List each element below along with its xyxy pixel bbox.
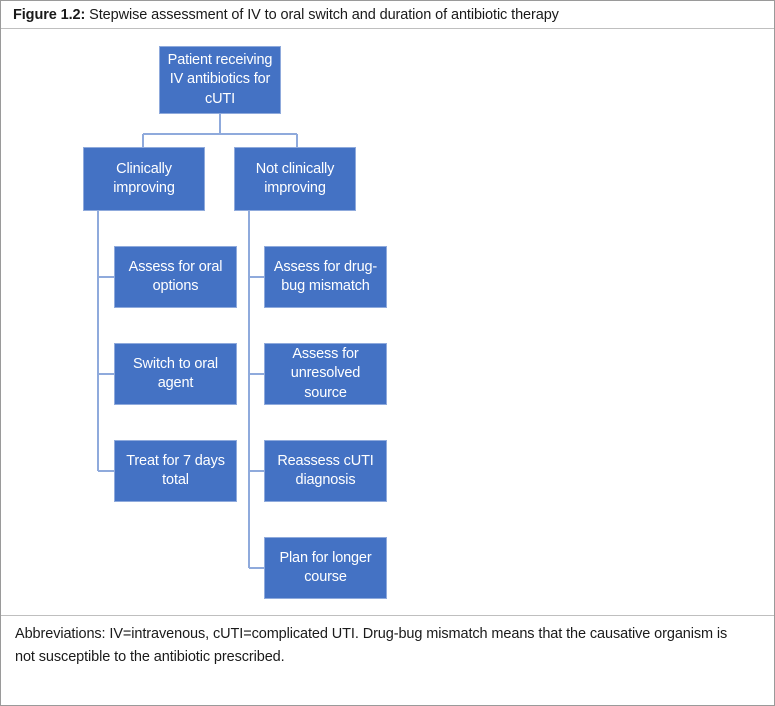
abbreviations-note: Abbreviations: IV=intravenous, cUTI=comp… [15, 626, 728, 666]
node-assess-for-drug-bug-mismatch[interactable]: Assess for drug-bug mismatch [264, 246, 387, 308]
page-title: Figure 1.2: Stepwise assessment of IV to… [13, 7, 559, 23]
footer-divider [1, 615, 774, 616]
flowchart-canvas: Patient receiving IV antibiotics for cUT… [1, 29, 774, 615]
node-treat-for-7-days-total[interactable]: Treat for 7 days total [114, 440, 237, 502]
connector-lines [97, 114, 298, 569]
node-reassess-cuti-diagnosis[interactable]: Reassess cUTI diagnosis [264, 440, 387, 502]
figure-caption: Stepwise assessment of IV to oral switch… [85, 6, 559, 23]
figure-label: Figure 1.2 [13, 6, 81, 23]
node-patient-receiving-iv-antibiotics[interactable]: Patient receiving IV antibiotics for cUT… [159, 46, 281, 114]
node-plan-for-longer-course[interactable]: Plan for longer course [264, 537, 387, 599]
node-not-clinically-improving[interactable]: Not clinically improving [234, 147, 356, 211]
node-clinically-improving[interactable]: Clinically improving [83, 147, 205, 211]
figure-label-suffix: : [80, 6, 86, 23]
node-assess-for-oral-options[interactable]: Assess for oral options [114, 246, 237, 308]
figure-title-bar: Figure 1.2: Stepwise assessment of IV to… [1, 1, 774, 29]
node-assess-for-unresolved-source[interactable]: Assess for unresolved source [264, 343, 387, 405]
node-switch-to-oral-agent[interactable]: Switch to oral agent [114, 343, 237, 405]
